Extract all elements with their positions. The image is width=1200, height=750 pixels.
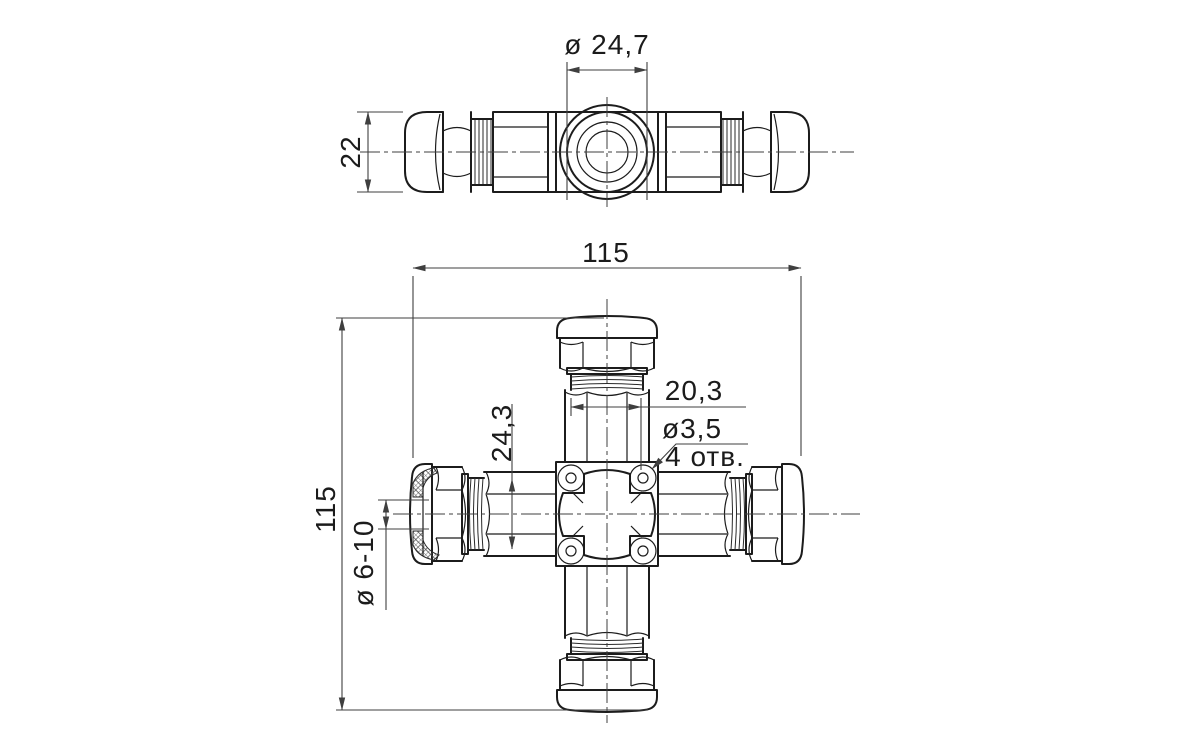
dimension-label: 22 [335, 135, 366, 168]
plan-view [393, 299, 860, 723]
dimension-label: ø 24,7 [564, 29, 649, 60]
dimension-screw-holes: ø3,5 4 отв. [651, 413, 748, 472]
side-view [360, 97, 854, 207]
dimension-arm-diameter: 24,3 [486, 404, 517, 550]
dimension-body-height: 22 [335, 111, 403, 193]
dimension-label: 115 [310, 485, 341, 533]
seal-section-hatching [412, 467, 440, 561]
screw-holes [557, 464, 657, 565]
dimensions: ø 24,7 22 115 115 20,3 [310, 29, 802, 711]
dimension-label: ø3,5 [662, 413, 722, 444]
dimension-overall-height: 115 [310, 317, 648, 711]
dimension-label: 4 отв. [665, 441, 745, 472]
dimension-boss-diameter: ø 24,7 [564, 29, 649, 200]
dimension-overall-width: 115 [412, 237, 802, 458]
center-cavity-outline [558, 469, 656, 560]
dimension-label: 115 [582, 237, 630, 268]
dimension-cable-range: ø 6-10 [348, 499, 429, 610]
dimension-label: 20,3 [665, 375, 724, 406]
dimension-label: ø 6-10 [348, 520, 379, 607]
dimension-gland-width: 20,3 [570, 375, 746, 470]
dimension-label: 24,3 [486, 404, 517, 463]
